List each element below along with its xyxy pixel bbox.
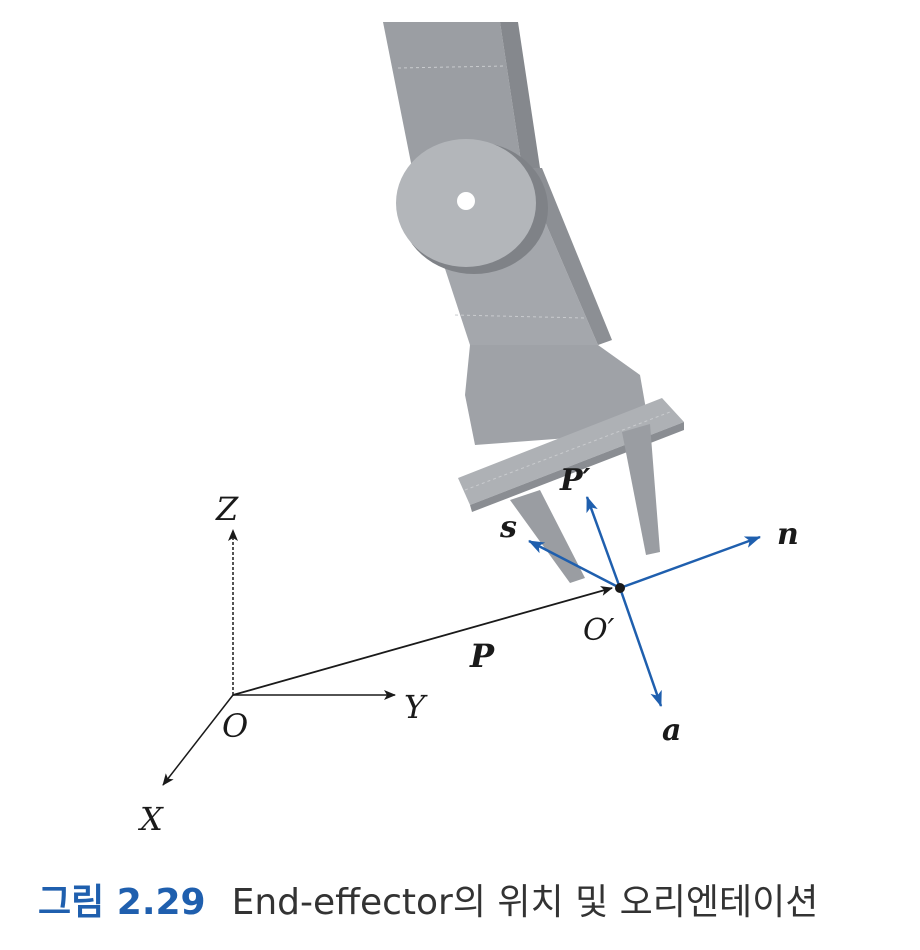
wrist-block <box>465 345 650 445</box>
position-vector-line <box>232 586 613 696</box>
tool-frame <box>528 496 761 707</box>
tool-origin-point <box>615 583 625 593</box>
end-effector-diagram: Z Y X O P P′ O′ s n a <box>137 22 799 838</box>
s-vector-label: s <box>499 510 517 545</box>
upper-link <box>383 22 522 168</box>
left-finger <box>510 490 585 583</box>
x-axis-label: X <box>137 800 164 838</box>
figure-caption: 그림 2.29 End-effector의 위치 및 오리엔테이션 <box>38 868 898 938</box>
upper-link-side <box>500 22 540 168</box>
z-axis-label: Z <box>215 490 239 528</box>
p-prime-label: P′ <box>559 463 591 498</box>
position-vector-label: P <box>469 637 495 675</box>
base-frame <box>162 529 613 786</box>
o-prime-label: O′ <box>583 613 615 648</box>
flange-plate <box>458 398 684 505</box>
joint-hole <box>457 192 475 210</box>
caption-text: End-effector의 위치 및 오리엔테이션 <box>231 882 819 923</box>
p-prime-vector-line <box>585 496 622 589</box>
x-axis-line <box>162 694 234 786</box>
y-axis-label: Y <box>404 688 428 726</box>
a-vector-label: a <box>662 713 681 748</box>
s-vector-line <box>528 539 621 590</box>
n-vector-line <box>619 535 761 590</box>
a-vector-line <box>618 587 663 707</box>
right-finger <box>622 424 660 555</box>
figure-number: 그림 2.29 <box>38 882 206 923</box>
robot-arm <box>383 22 684 583</box>
n-vector-label: n <box>777 517 799 552</box>
origin-label: O <box>222 707 248 745</box>
